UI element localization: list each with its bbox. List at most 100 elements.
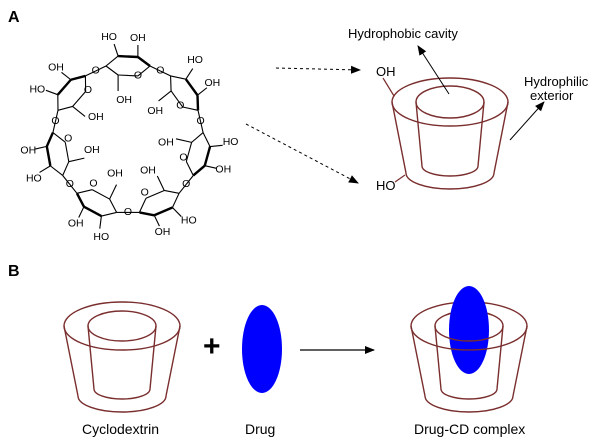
secondary-hydroxyl-label: OH xyxy=(48,62,64,74)
primary-hydroxyl-label: OH xyxy=(147,105,163,117)
glycosidic-bond xyxy=(178,184,187,194)
glucose-ring-bond xyxy=(202,132,211,147)
hydrophilic-exterior-label-line1: Hydrophilic xyxy=(524,74,589,89)
glucose-ring-bond xyxy=(91,189,110,200)
glucose-ring-bond xyxy=(76,189,93,194)
secondary-hydroxyl-label: HO xyxy=(101,31,117,43)
glucose-ring-bond xyxy=(182,106,199,111)
primary-hydroxyl-label: OH xyxy=(158,136,174,148)
glycosidic-oxygen-label: O xyxy=(196,115,204,127)
cyclodextrin-cone-a xyxy=(391,77,509,190)
oh-bond xyxy=(78,206,85,218)
glycosidic-oxygen-label: O xyxy=(156,65,164,77)
glycosidic-bond xyxy=(85,70,96,77)
glucose-ring-bond xyxy=(185,161,194,176)
glucose-ring-bond xyxy=(203,146,212,166)
oh-bond xyxy=(35,145,47,150)
glucose-ring-bond xyxy=(170,75,172,91)
glucose-ring-bond xyxy=(191,132,204,143)
cyclodextrin-cone-b xyxy=(63,301,181,413)
glucose-ring-bond xyxy=(64,142,70,162)
glucose-ring-bond xyxy=(171,193,180,208)
glucose-ring-bond xyxy=(139,211,155,217)
glucose-ring-bond xyxy=(50,165,64,176)
oh-bond xyxy=(45,89,58,96)
plus-sign: + xyxy=(203,330,221,363)
glucose-ring-bond xyxy=(101,211,117,217)
glucose-ring-bond xyxy=(184,78,199,96)
secondary-hydroxyl-label: OH xyxy=(155,226,171,238)
ring-oxygen-label: O xyxy=(89,178,97,190)
ring-oxygen-label: O xyxy=(176,100,184,112)
glycosidic-bond xyxy=(52,121,56,133)
glucose-ring-bond xyxy=(57,105,73,111)
primary-hydroxyl-label: OH xyxy=(107,168,123,180)
secondary-hydroxyl-label: OH xyxy=(130,32,146,44)
oh-bond xyxy=(172,207,182,217)
glycosidic-oxygen-label: O xyxy=(124,206,132,218)
glucose-ring-bond xyxy=(45,146,52,167)
ring-oxygen-label: O xyxy=(141,186,149,198)
ch2oh-bond xyxy=(72,106,86,117)
secondary-hydroxyl-label: HO xyxy=(181,214,197,226)
glycosidic-bond xyxy=(200,121,204,133)
glycosidic-bond xyxy=(185,175,194,185)
glucose-ring-bond xyxy=(138,198,147,213)
glycosidic-bond xyxy=(54,110,59,122)
glucose-ring-bond xyxy=(170,75,186,80)
oh-bond xyxy=(99,216,102,229)
glucose-ring-bond xyxy=(185,142,193,162)
glucose-ring-bond xyxy=(83,205,102,218)
glucose-ring-bond xyxy=(170,90,184,108)
oh-bond xyxy=(39,165,51,173)
glucose-ring-bond xyxy=(62,161,70,176)
exterior-arrow xyxy=(509,101,545,141)
glycosidic-bond xyxy=(62,175,71,185)
glucose-ring-bond xyxy=(56,78,72,96)
ring-oxygen-label: O xyxy=(84,84,92,96)
complex-drug-molecule xyxy=(449,286,489,374)
drug-label: Drug xyxy=(245,421,275,437)
panel-b-label: B xyxy=(8,263,20,280)
glucose-ring-bond xyxy=(72,91,87,107)
drug-cd-complex-cone xyxy=(410,325,528,413)
panel-a-label: A xyxy=(8,9,20,26)
glucose-ring-bond xyxy=(75,192,85,208)
secondary-hydroxyl-label: HO xyxy=(187,54,203,66)
glucose-ring-bond xyxy=(137,56,151,67)
glucose-ring-bond xyxy=(118,74,138,77)
secondary-hydroxyl-label: HO xyxy=(29,84,45,96)
glucose-ring-bond xyxy=(105,65,119,76)
hydrophobic-cavity-label: Hydrophobic cavity xyxy=(348,26,458,41)
ring-oxygen-label: O xyxy=(64,132,72,144)
glycosidic-bond xyxy=(149,65,161,72)
secondary-hydroxyl-label: HO xyxy=(26,173,42,185)
ring-oxygen-label: O xyxy=(134,70,142,82)
beta-cyclodextrin-structure: OOHOHHOOOHOHHOOOHOHHOOOHOHHOOOHOHHOOOHOH… xyxy=(20,31,238,243)
primary-oh-label: OH xyxy=(376,64,396,79)
oh-bond xyxy=(185,68,194,80)
glucose-ring-bond xyxy=(70,74,86,81)
dashed-arrow-primary xyxy=(275,65,361,74)
primary-hydroxyl-label: OH xyxy=(88,111,104,123)
ch2oh-bond xyxy=(158,90,172,102)
ch2oh-bond xyxy=(109,184,118,200)
secondary-oh-bond xyxy=(394,174,406,183)
ch2oh-bond xyxy=(156,175,165,191)
glycosidic-oxygen-label: O xyxy=(66,178,74,190)
glucose-ring-bond xyxy=(105,55,119,67)
primary-hydroxyl-label: OH xyxy=(140,164,156,176)
secondary-hydroxyl-label: HO xyxy=(93,231,109,243)
glucose-ring-bond xyxy=(45,132,55,147)
glycosidic-oxygen-label: O xyxy=(182,178,190,190)
oh-bond xyxy=(61,71,72,81)
secondary-hydroxyl-label: OH xyxy=(20,144,36,156)
secondary-hydroxyl-label: HO xyxy=(223,136,239,148)
glycosidic-bond xyxy=(69,184,78,194)
secondary-hydroxyl-label: OH xyxy=(204,77,220,89)
secondary-hydroxyl-label: OH xyxy=(68,218,84,230)
oh-bond xyxy=(113,43,119,57)
oh-bond xyxy=(209,144,223,148)
glucose-ring-bond xyxy=(118,54,138,59)
